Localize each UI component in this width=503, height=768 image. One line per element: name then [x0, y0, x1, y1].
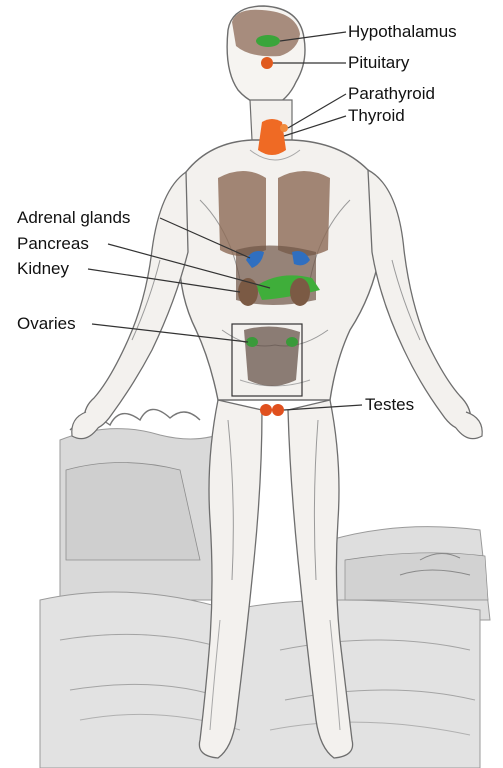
parathyroid-gland	[280, 124, 288, 132]
pelvic-organs	[244, 326, 300, 386]
right-arm	[368, 170, 471, 430]
label-thyroid: Thyroid	[348, 106, 405, 126]
label-adrenal-glands: Adrenal glands	[17, 208, 130, 228]
label-pituitary: Pituitary	[348, 53, 409, 73]
thyroid-gland	[258, 119, 286, 155]
label-ovaries: Ovaries	[17, 314, 76, 334]
landscape-background	[40, 409, 490, 768]
hypothalamus-gland	[256, 35, 280, 47]
label-testes: Testes	[365, 395, 414, 415]
label-pancreas: Pancreas	[17, 234, 89, 254]
leader-thyroid	[284, 116, 346, 136]
pituitary-gland	[261, 57, 273, 69]
label-kidney: Kidney	[17, 259, 69, 279]
kidney-right	[290, 278, 310, 306]
label-parathyroid: Parathyroid	[348, 84, 435, 104]
testis-left	[260, 404, 272, 416]
leader-parathyroid	[288, 94, 346, 128]
ovary-right	[286, 337, 298, 347]
testis-right	[272, 404, 284, 416]
label-hypothalamus: Hypothalamus	[348, 22, 457, 42]
